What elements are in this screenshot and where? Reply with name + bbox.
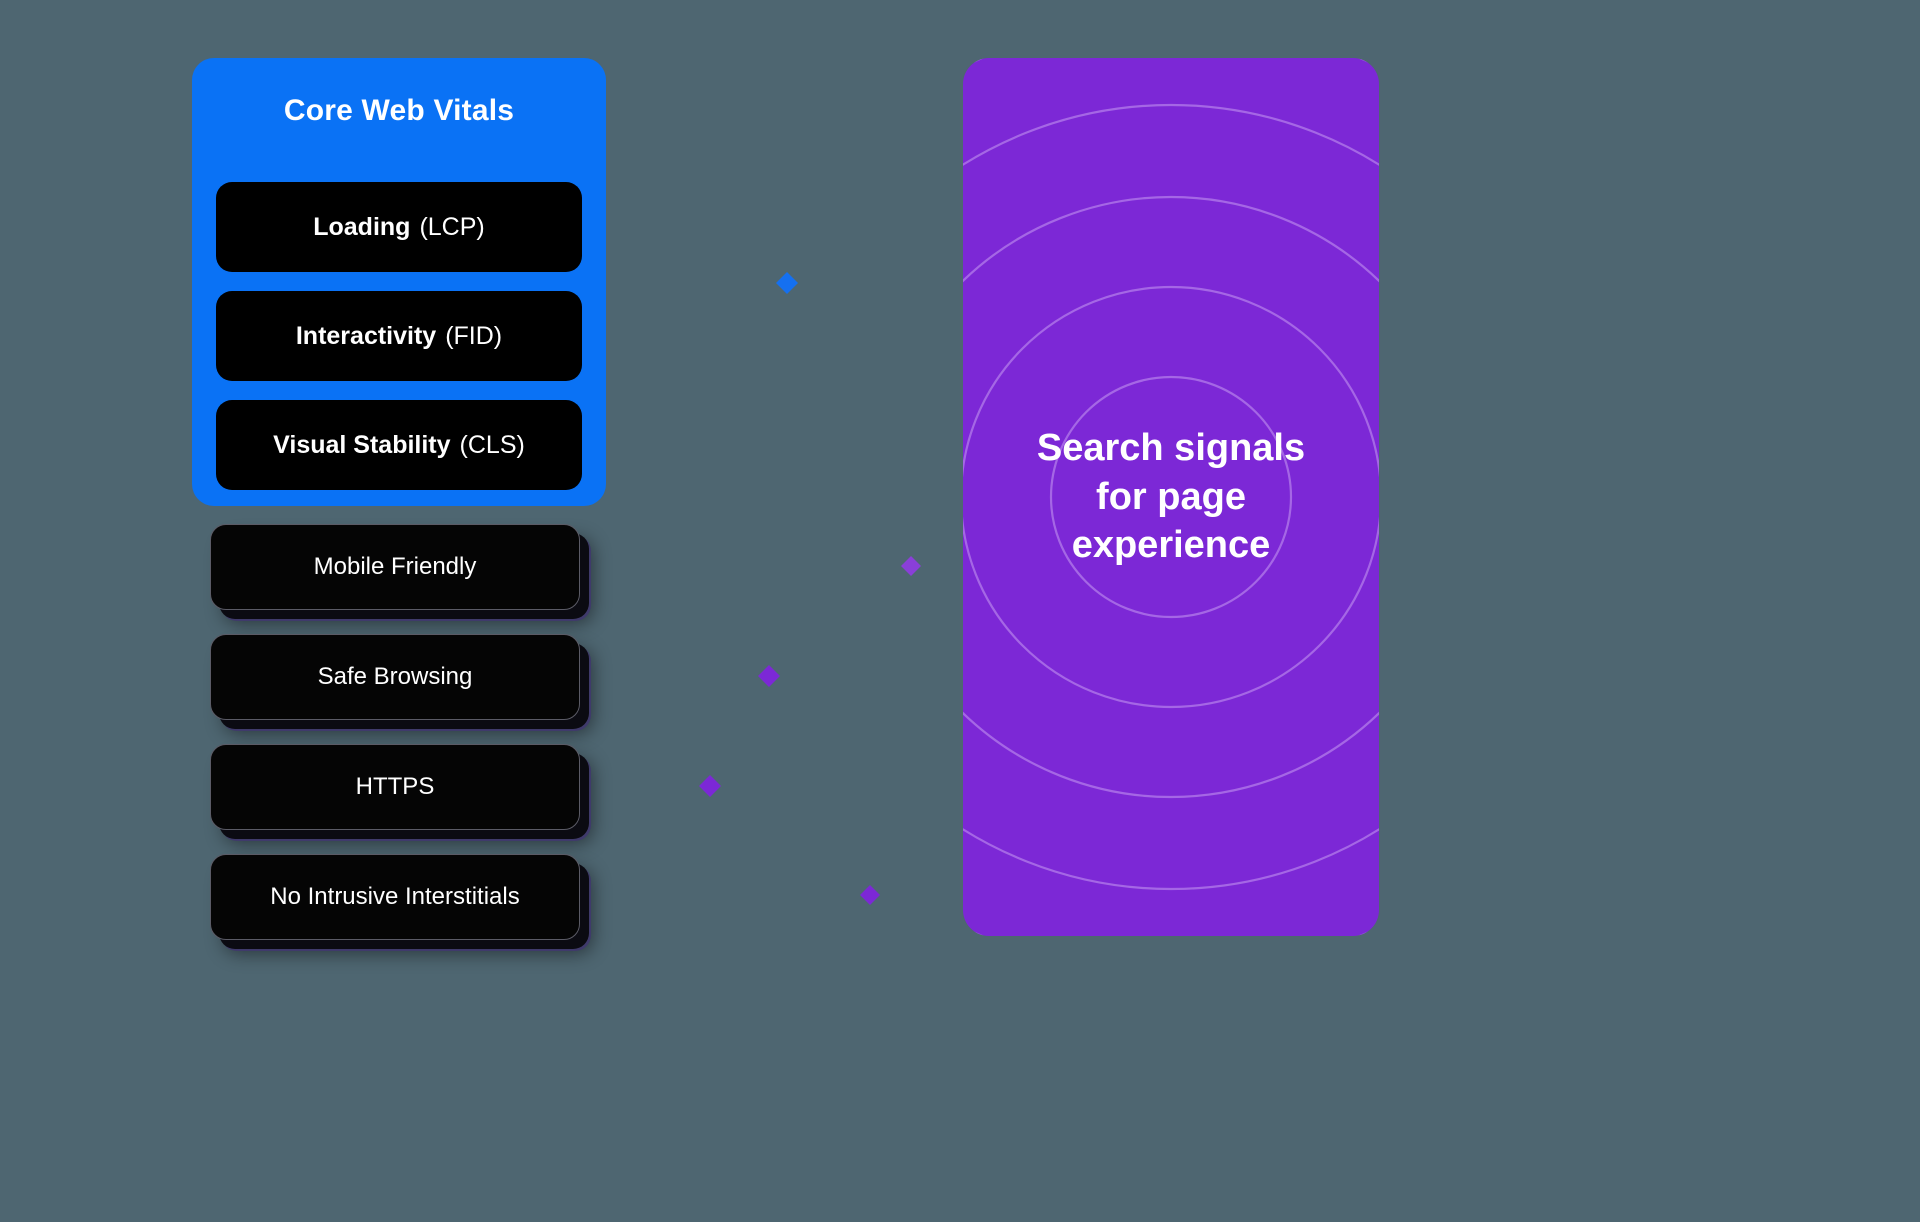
signal-box-no-intrusive-interstitials[interactable]: No Intrusive Interstitials xyxy=(210,854,580,940)
metric-interactivity[interactable]: Interactivity (FID) xyxy=(216,291,582,381)
signal-box-safe-browsing[interactable]: Safe Browsing xyxy=(210,634,580,720)
core-web-vitals-card: Core Web Vitals Loading (LCP) Interactiv… xyxy=(192,58,606,506)
search-signals-line-3: experience xyxy=(1071,524,1271,567)
connector-mobile-friendly xyxy=(590,556,963,576)
metric-visual-stability-abbr: (CLS) xyxy=(459,430,525,459)
metric-visual-stability-name: Visual Stability xyxy=(273,430,451,459)
metric-visual-stability[interactable]: Visual Stability (CLS) xyxy=(216,400,582,490)
connector-safe-browsing xyxy=(590,665,963,687)
connector-core-web-vitals xyxy=(606,272,963,294)
core-web-vitals-title: Core Web Vitals xyxy=(283,94,515,127)
signal-box-mobile-friendly[interactable]: Mobile Friendly xyxy=(210,524,580,610)
concentric-rings-decoration xyxy=(963,58,1379,936)
signal-label: Safe Browsing xyxy=(317,663,473,690)
signal-label: Mobile Friendly xyxy=(313,553,477,580)
metric-loading-name: Loading xyxy=(313,212,411,241)
signal-label: No Intrusive Interstitials xyxy=(270,883,520,910)
search-signals-panel: Search signals for page experience xyxy=(963,58,1379,936)
metric-interactivity-name: Interactivity xyxy=(295,321,437,350)
search-signals-text: Search signals for page experience xyxy=(963,424,1379,570)
metric-loading-abbr: (LCP) xyxy=(419,212,485,241)
search-signals-line-2: for page xyxy=(1096,475,1246,518)
search-signals-line-1: Search signals xyxy=(1036,427,1306,470)
connector-no-intrusive-interstitials xyxy=(590,885,963,905)
signal-box-https[interactable]: HTTPS xyxy=(210,744,580,830)
connector-https xyxy=(590,775,963,797)
signal-label: HTTPS xyxy=(355,773,435,800)
metric-loading[interactable]: Loading (LCP) xyxy=(216,182,582,272)
metric-interactivity-abbr: (FID) xyxy=(445,321,503,350)
